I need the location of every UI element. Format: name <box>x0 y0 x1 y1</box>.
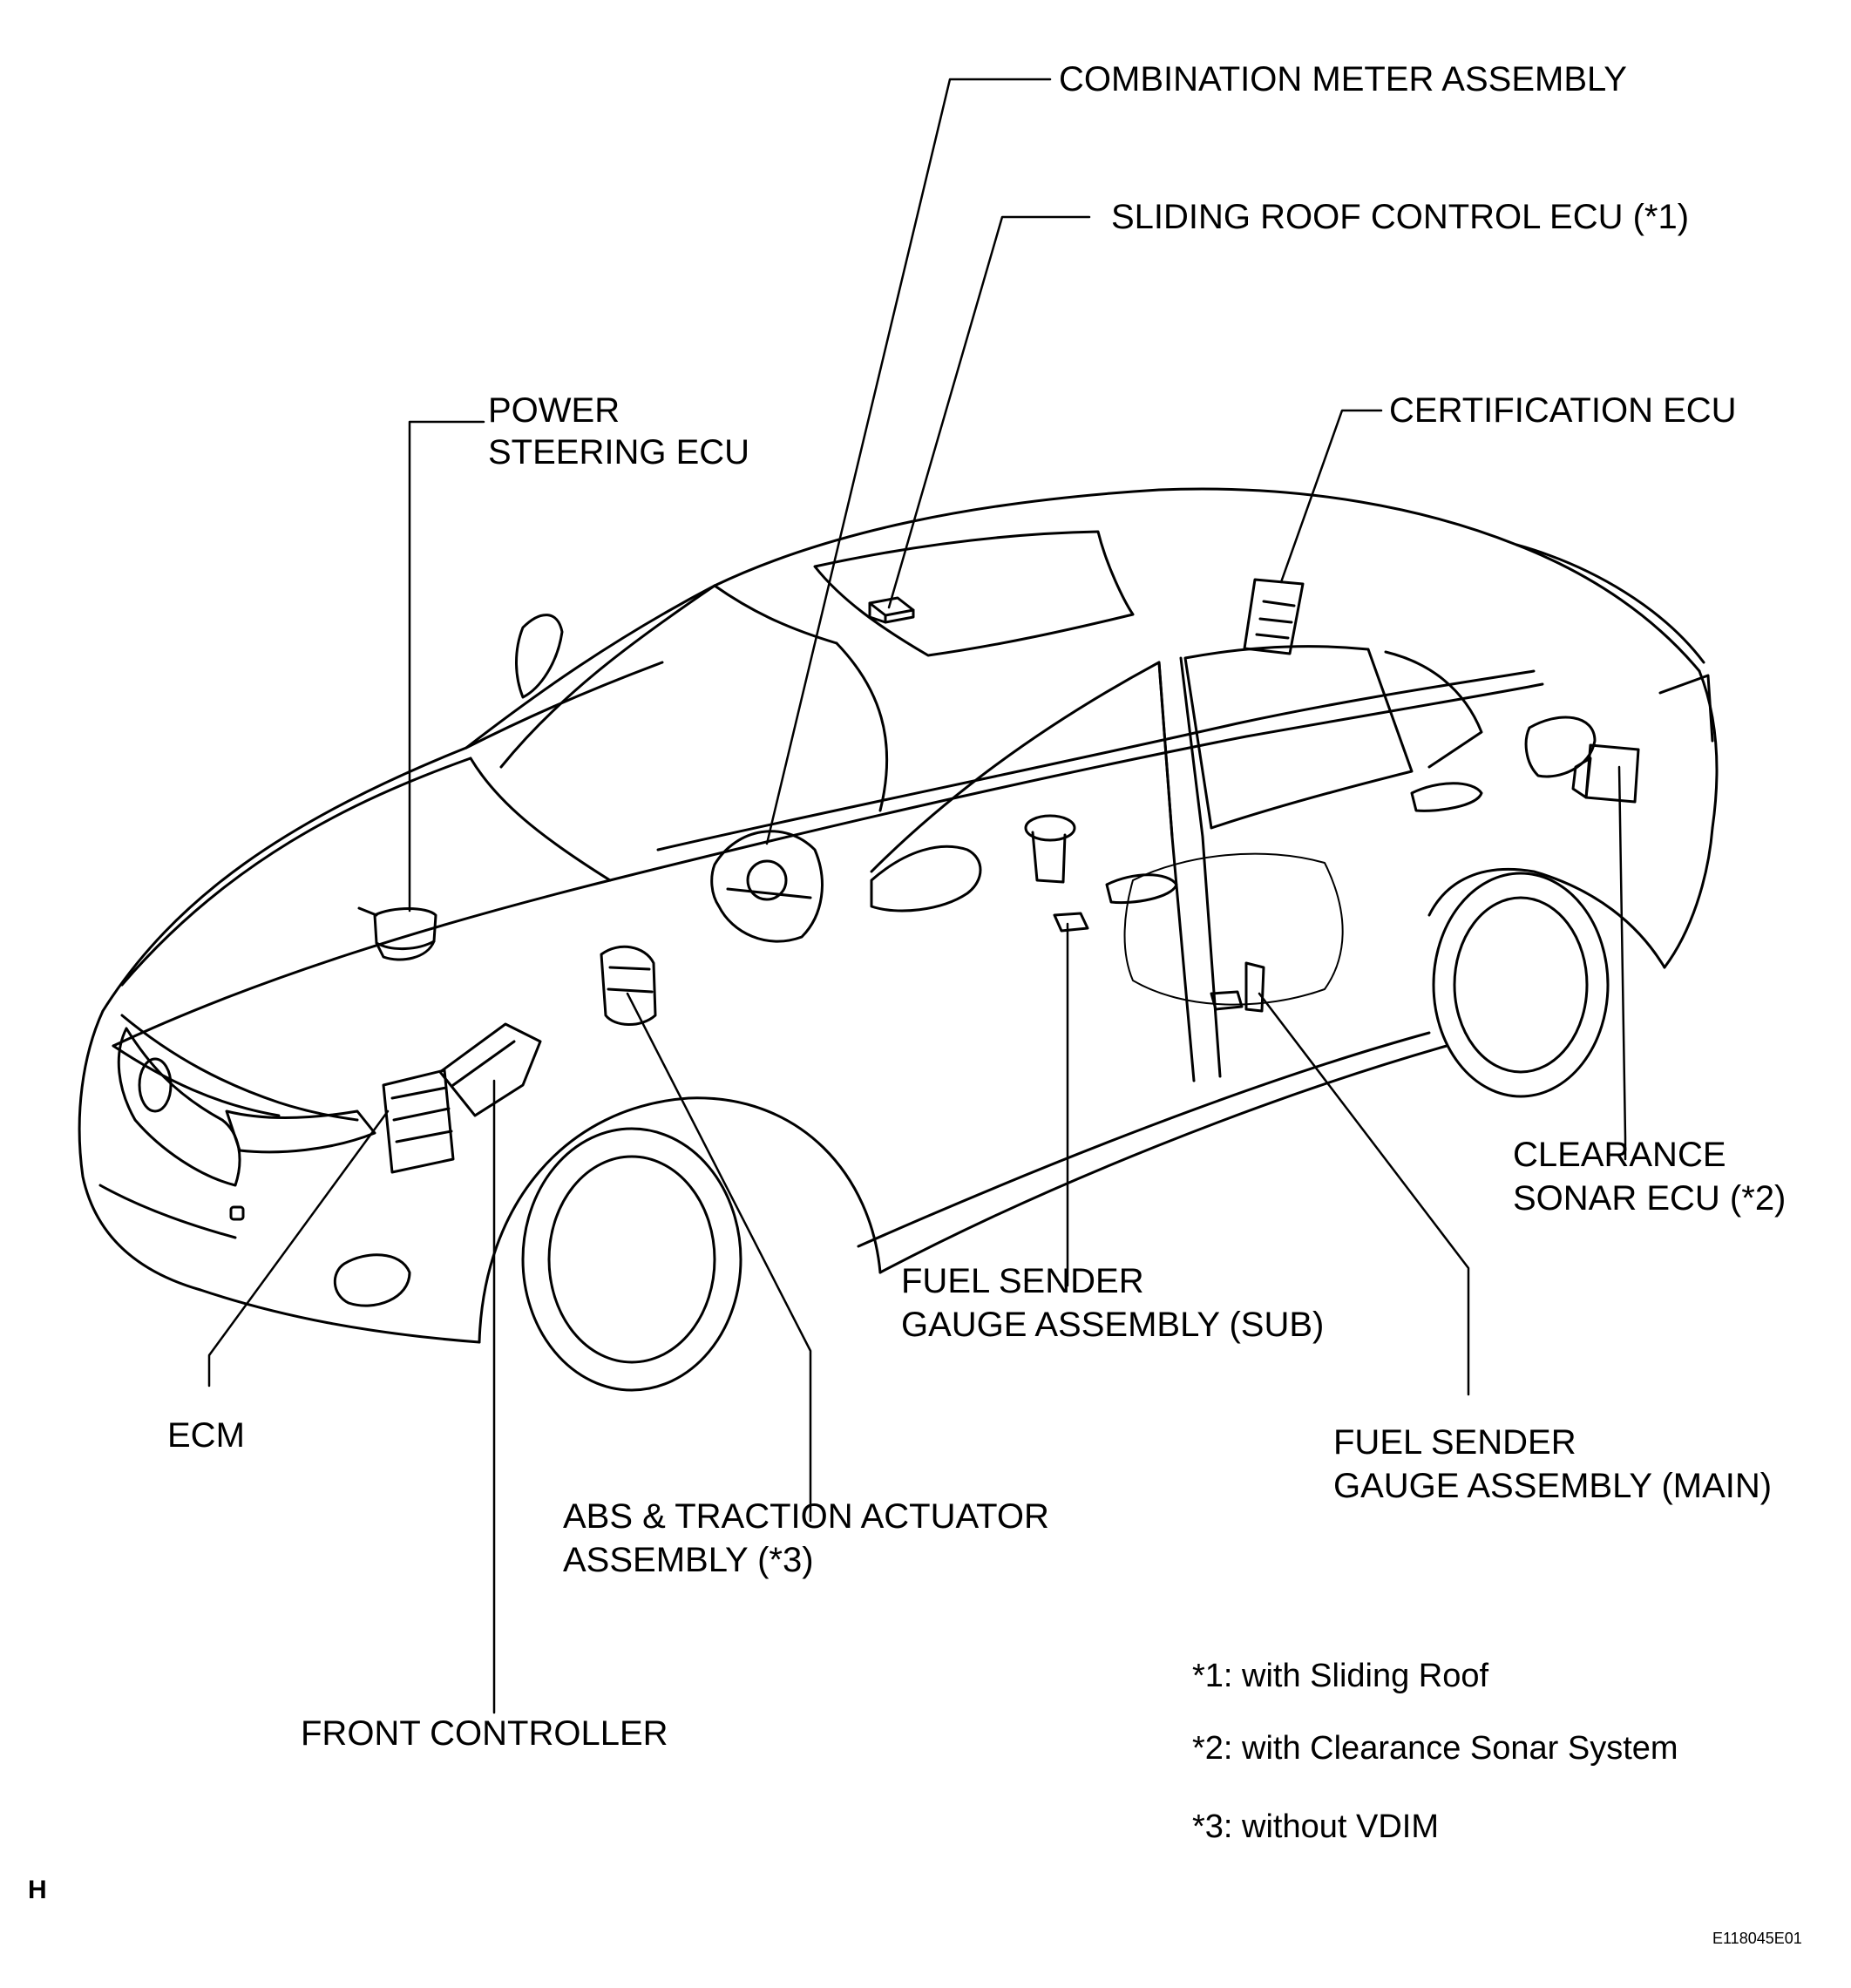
leader-ecm <box>207 1109 390 1388</box>
fuel-sender-sub-component <box>1024 814 1089 933</box>
label-combination-meter: COMBINATION METER ASSEMBLY <box>1059 60 1627 98</box>
leader-abs <box>626 992 812 1523</box>
label-fuel-main-line1: FUEL SENDER <box>1333 1423 1576 1462</box>
label-fuel-sub-line2: GAUGE ASSEMBLY (SUB) <box>901 1306 1325 1344</box>
label-fuel-main-line2: GAUGE ASSEMBLY (MAIN) <box>1333 1467 1773 1505</box>
label-sliding-roof-ecu: SLIDING ROOF CONTROL ECU (*1) <box>1111 198 1690 236</box>
certification-ecu-component <box>1243 578 1305 655</box>
car-body-outline <box>78 487 1719 1392</box>
clearance-sonar-ecu-component <box>1571 743 1640 804</box>
corner-letter: H <box>28 1876 47 1904</box>
abs-actuator-component <box>600 945 657 1026</box>
label-power-steering-line1: POWER <box>488 391 620 430</box>
figure-code: E118045E01 <box>1712 1930 1802 1947</box>
leader-sliding-roof <box>887 215 1091 609</box>
footnote-1: *1: with Sliding Roof <box>1192 1658 1489 1694</box>
combination-meter-component <box>710 830 824 943</box>
label-abs-line2: ASSEMBLY (*3) <box>563 1541 814 1579</box>
label-clearance-sonar-line1: CLEARANCE <box>1513 1136 1726 1174</box>
front-controller-component <box>438 1022 542 1117</box>
label-power-steering-line2: STEERING ECU <box>488 433 750 472</box>
label-abs-line1: ABS & TRACTION ACTUATOR <box>563 1497 1049 1536</box>
footnote-2: *2: with Clearance Sonar System <box>1192 1730 1678 1767</box>
leader-certification <box>1279 409 1383 584</box>
power-steering-ecu-component <box>357 906 437 961</box>
sliding-roof-ecu-component <box>868 596 915 624</box>
leader-clearance-sonar <box>1617 765 1627 1161</box>
ecm-component <box>382 1069 455 1174</box>
label-front-controller: FRONT CONTROLLER <box>301 1714 668 1753</box>
label-clearance-sonar-line2: SONAR ECU (*2) <box>1513 1179 1787 1218</box>
fuel-sender-main-component <box>1210 961 1265 1013</box>
footnote-3: *3: without VDIM <box>1192 1808 1439 1845</box>
label-ecm: ECM <box>167 1416 245 1455</box>
leader-power-steering <box>408 420 485 913</box>
leader-combination-meter <box>765 78 1052 845</box>
label-fuel-sub-line1: FUEL SENDER <box>901 1262 1144 1300</box>
label-certification-ecu: CERTIFICATION ECU <box>1389 391 1737 430</box>
leader-fuel-main <box>1258 992 1470 1396</box>
leader-lines <box>207 78 1627 1714</box>
